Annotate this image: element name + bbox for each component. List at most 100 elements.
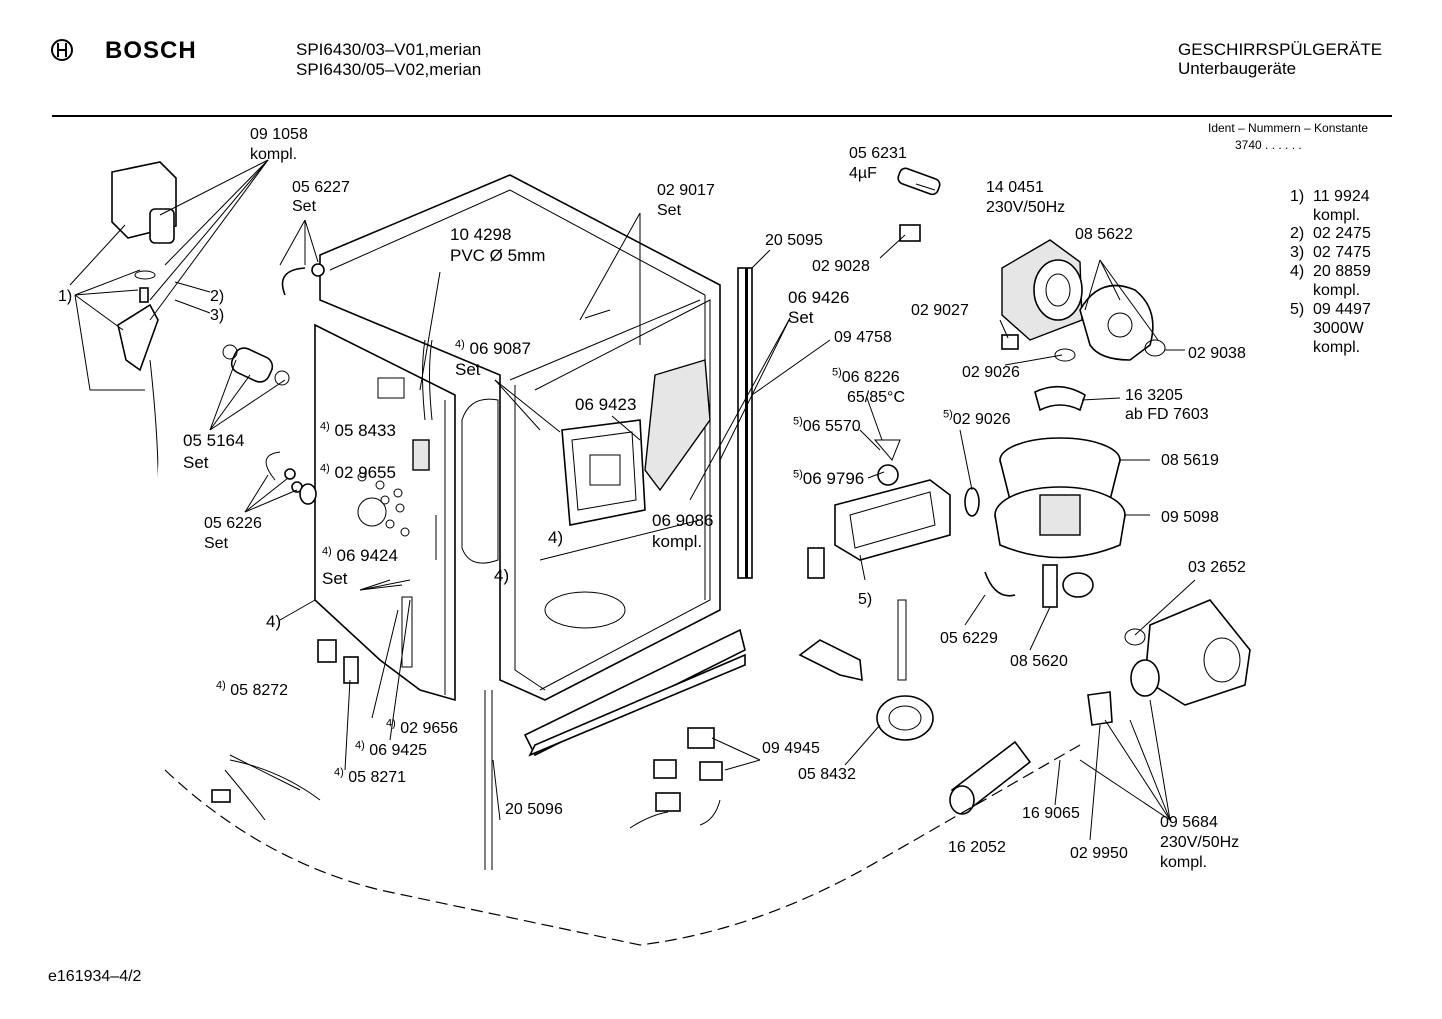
- part-label: 08 5619: [1161, 452, 1219, 469]
- part-label: kompl.: [652, 532, 703, 551]
- footnote-num: 1): [1290, 188, 1305, 205]
- part-label: 08 5622: [1075, 226, 1133, 243]
- part-label: kompl.: [1160, 854, 1208, 871]
- hose-bend: [984, 571, 1016, 597]
- part-label: 2): [210, 288, 225, 305]
- part-label: 230V/50Hz: [986, 199, 1066, 216]
- tub-cabinet: [319, 174, 721, 701]
- part-label: Set: [455, 360, 481, 379]
- part-label: Set: [322, 569, 348, 588]
- part-label: 14 0451: [986, 179, 1044, 196]
- seal-ring-2: [1144, 339, 1166, 357]
- hose-parts: [222, 263, 325, 505]
- clip-part: [899, 224, 921, 242]
- part-label: 03 2652: [1188, 559, 1246, 576]
- part-label: 5)06 8226: [832, 366, 900, 386]
- footnote-part: 09 4497: [1313, 301, 1371, 318]
- part-label: 4) 05 8433: [320, 420, 396, 440]
- part-label: 10 4298: [450, 225, 512, 244]
- part-label: 02 9026: [962, 364, 1020, 381]
- part-label: 4) 06 9424: [322, 545, 398, 565]
- footnote-part: 02 7475: [1313, 244, 1371, 261]
- part-label: Set: [183, 453, 209, 472]
- hose-sleeve: [949, 740, 1032, 815]
- part-label: 09 4758: [834, 329, 892, 346]
- capacitor: [897, 167, 941, 196]
- part-label: 5)02 9026: [943, 408, 1011, 428]
- part-label: 02 9950: [1070, 845, 1128, 862]
- circulation-pump-motor: [1001, 239, 1083, 341]
- door-switches: [317, 639, 359, 684]
- seal-strips: [461, 267, 753, 870]
- part-label: 65/85°C: [847, 389, 905, 406]
- pump-housing: [1079, 284, 1154, 361]
- brand-name: BOSCH: [105, 37, 197, 64]
- pressure-switch: [876, 599, 934, 741]
- part-label: 20 5096: [505, 801, 563, 818]
- part-label: 4): [548, 528, 564, 547]
- ident-label: Ident – Nummern – Konstante: [1208, 121, 1369, 135]
- footnote-extra: 3000W: [1313, 320, 1364, 337]
- part-label: 4) 06 9425: [355, 739, 428, 759]
- footnote-part: 20 8859: [1313, 263, 1371, 280]
- small-bushing: [1001, 334, 1019, 350]
- part-label: 02 9027: [911, 302, 969, 319]
- part-label: 02 9028: [812, 258, 870, 275]
- part-label: Set: [292, 198, 317, 215]
- seal-ring-3: [964, 487, 980, 517]
- part-label: 09 5684: [1160, 814, 1218, 831]
- model-line-2: SPI6430/05–V02,merian: [296, 60, 482, 79]
- footnote-part: 02 2475: [1313, 225, 1371, 242]
- dashed-assembly-outline: [164, 744, 1081, 946]
- part-label: 4) 05 8271: [334, 766, 407, 786]
- footnote-extra: kompl.: [1313, 339, 1361, 356]
- part-label: 06 9086: [652, 511, 714, 530]
- footnote-extra: kompl.: [1313, 282, 1361, 299]
- sump-filter: [994, 437, 1126, 608]
- part-label: 05 5164: [183, 431, 245, 450]
- door-panel: [314, 323, 456, 702]
- footnote-num: 5): [1290, 301, 1305, 318]
- seal-ring-4: [1124, 628, 1146, 646]
- part-label: 05 8432: [798, 766, 856, 783]
- part-label: 20 5095: [765, 232, 823, 249]
- drain-pump: [1130, 599, 1251, 706]
- part-label: 5)06 5570: [793, 415, 861, 435]
- part-label: 230V/50Hz: [1160, 834, 1240, 851]
- detergent-dispenser: [561, 359, 711, 526]
- model-line-1: SPI6430/03–V01,merian: [296, 40, 482, 59]
- part-label: 05 6229: [940, 630, 998, 647]
- part-label: 06 9423: [575, 395, 637, 414]
- document-id: e161934–4/2: [48, 968, 142, 985]
- bracket: [798, 639, 863, 682]
- part-label: 4) 05 8272: [216, 679, 289, 699]
- part-label: 1): [58, 288, 73, 305]
- part-label: 05 6226: [204, 515, 262, 532]
- footnote-part: 11 9924: [1313, 188, 1370, 205]
- part-label: 06 9426: [788, 288, 850, 307]
- part-label: 5): [858, 591, 873, 608]
- part-label: 4) 02 9656: [386, 717, 459, 737]
- cover-part: [1034, 385, 1086, 412]
- category-title: GESCHIRRSPÜLGERÄTE: [1178, 40, 1383, 59]
- part-label: Set: [204, 535, 229, 552]
- seal-ring: [1054, 348, 1076, 362]
- footnote-num: 4): [1290, 263, 1305, 280]
- part-label: 5)06 9796: [793, 468, 865, 488]
- leader-lines: [69, 159, 1196, 841]
- part-label: Set: [788, 308, 814, 327]
- part-label: kompl.: [250, 146, 298, 163]
- part-label: ab FD 7603: [1125, 406, 1209, 423]
- subcategory-title: Unterbaugeräte: [1178, 59, 1297, 78]
- part-label: Set: [657, 202, 682, 219]
- wiring-harness: [629, 727, 723, 829]
- part-label: 4) 06 9087: [455, 338, 531, 358]
- part-label: 4) 02 9655: [320, 462, 396, 482]
- part-label: 16 3205: [1125, 387, 1183, 404]
- part-label: 09 5098: [1161, 509, 1219, 526]
- part-label: 02 9038: [1188, 345, 1246, 362]
- part-label: PVC Ø 5mm: [450, 246, 546, 265]
- bosch-logo-icon: [51, 39, 73, 61]
- drain-seal: [1087, 691, 1113, 726]
